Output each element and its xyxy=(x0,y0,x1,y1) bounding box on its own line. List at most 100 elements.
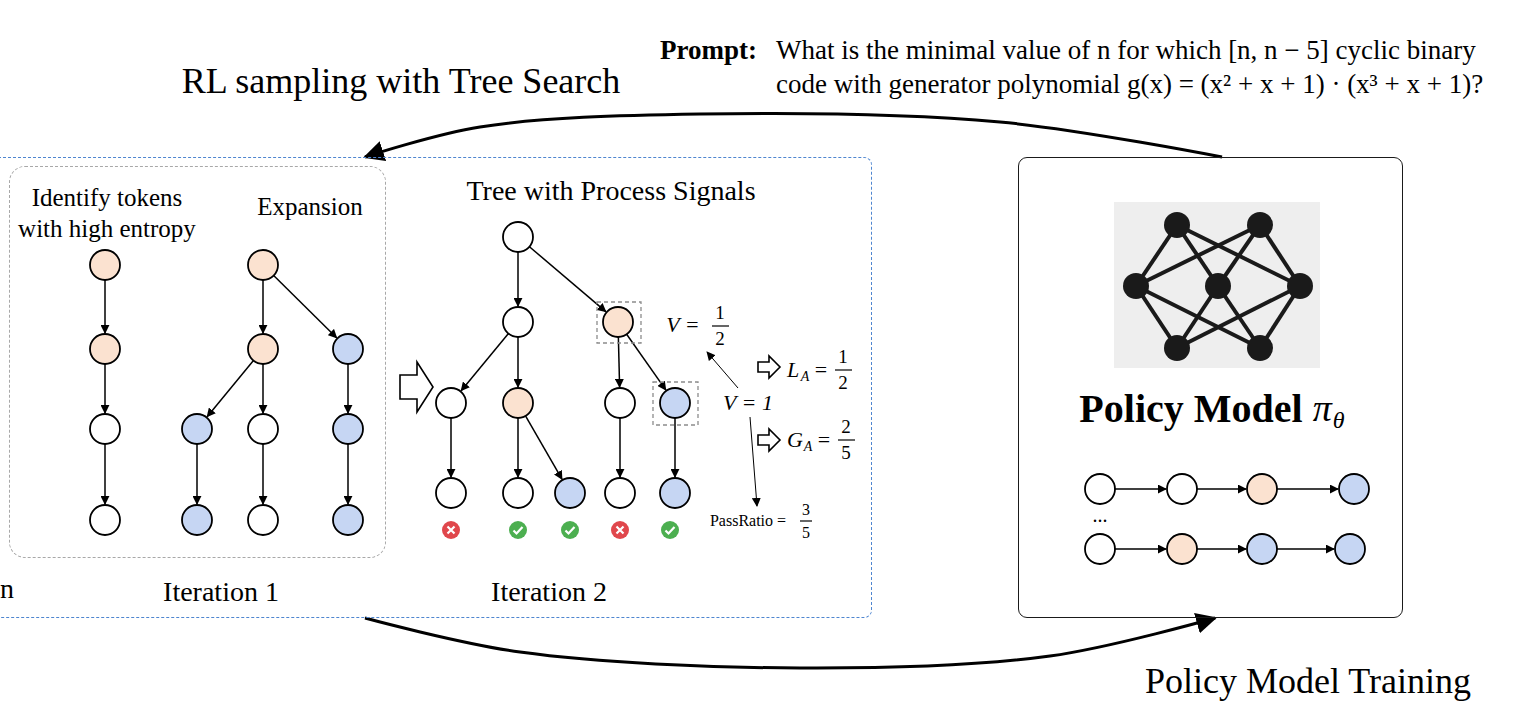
fraction-digit: 3 xyxy=(802,501,810,519)
token-node xyxy=(248,414,278,444)
model-symbol: π xyxy=(1313,387,1332,431)
token-node xyxy=(182,414,212,444)
ellipsis: ... xyxy=(1093,504,1108,527)
tree-arrow xyxy=(104,364,106,413)
fraction-bar xyxy=(800,520,812,521)
token-node xyxy=(660,478,690,508)
tree-arrow xyxy=(618,337,619,387)
tree-arrow xyxy=(1197,488,1246,490)
token-node xyxy=(436,478,466,508)
tree-arrow xyxy=(517,418,519,477)
metric-symbol: G xyxy=(787,427,803,452)
wrong-mark xyxy=(611,521,629,539)
token-node xyxy=(333,334,363,364)
tree-arrow xyxy=(1277,488,1338,490)
fraction-bar xyxy=(835,369,852,370)
token-node xyxy=(182,505,212,535)
tree-arrow xyxy=(207,361,253,417)
token-node xyxy=(503,388,533,418)
token-node xyxy=(503,307,533,337)
prompt-text: What is the minimal value of n for which… xyxy=(776,33,1516,101)
tree-arrow xyxy=(347,364,349,413)
token-node xyxy=(1247,534,1277,564)
metric-subscript: A xyxy=(804,439,813,455)
token-node xyxy=(90,250,120,280)
fraction-bar xyxy=(712,325,729,326)
tree-arrow xyxy=(262,280,264,333)
sampling-panel: Identify tokens with high entropyExpansi… xyxy=(0,157,872,618)
token-node xyxy=(1085,534,1115,564)
correct-mark xyxy=(509,521,527,539)
leader-line xyxy=(707,352,738,388)
token-node xyxy=(1247,474,1277,504)
tree-arrow xyxy=(529,247,605,312)
value-label: V = 1 xyxy=(723,390,773,415)
tree-arrow xyxy=(526,416,562,479)
signal-arrow xyxy=(758,429,780,451)
panel-heading: Tree with Process Signals xyxy=(466,175,755,207)
metric-subscript: A xyxy=(801,369,810,385)
tree-arrow xyxy=(262,364,264,413)
fraction-digit: 5 xyxy=(841,442,851,464)
tree-arrow xyxy=(262,444,264,504)
fraction-digit: 2 xyxy=(841,416,851,438)
fraction-digit: 2 xyxy=(715,328,725,350)
fraction-digit: 5 xyxy=(802,524,810,542)
tree-arrow xyxy=(674,418,676,477)
iteration-arrow xyxy=(400,362,433,412)
token-node xyxy=(1339,474,1369,504)
tree-arrow xyxy=(517,252,519,306)
tree-arrow xyxy=(196,444,198,504)
iteration-panel: Identify tokens with high entropyExpansi… xyxy=(9,166,386,558)
sequence-chain xyxy=(1085,534,1365,564)
fraction-bar xyxy=(838,439,855,440)
tree-arrow xyxy=(1277,548,1334,550)
highlight-box xyxy=(597,302,641,343)
token-node xyxy=(248,505,278,535)
token-node xyxy=(503,222,533,252)
token-node xyxy=(90,505,120,535)
tree-arrow xyxy=(1115,548,1166,550)
token-node xyxy=(503,478,533,508)
token-node xyxy=(1085,474,1115,504)
token-node xyxy=(90,334,120,364)
token-node xyxy=(1335,534,1365,564)
token-node xyxy=(555,478,585,508)
tree-arrow xyxy=(104,280,106,333)
token-node xyxy=(660,388,690,418)
token-node xyxy=(436,388,466,418)
signal-arrow xyxy=(758,356,780,378)
tree-arrow xyxy=(347,444,349,504)
token-node xyxy=(605,478,635,508)
flow-arrow xyxy=(365,113,1222,157)
fraction-digit: 2 xyxy=(838,372,848,394)
equals-sign: = xyxy=(818,427,830,452)
tree-arrow xyxy=(619,418,621,477)
entropy-chain xyxy=(90,250,120,535)
prompt-label: Prompt: xyxy=(660,33,757,67)
tree-arrow xyxy=(1197,548,1246,550)
correct-mark xyxy=(561,521,579,539)
tree-arrow xyxy=(450,418,452,477)
model-title: Policy Model xyxy=(1079,386,1302,432)
token-node xyxy=(1167,534,1197,564)
token-node xyxy=(248,334,278,364)
token-node xyxy=(333,505,363,535)
token-node xyxy=(333,414,363,444)
metric-symbol: L xyxy=(787,357,799,382)
tree-arrow xyxy=(104,444,106,504)
iteration-label: Iteration 1 xyxy=(163,576,279,608)
highlight-box xyxy=(653,382,698,425)
tree-arrow xyxy=(517,337,519,387)
tree-arrow xyxy=(274,276,337,338)
iteration-label: n xyxy=(0,573,14,605)
token-node xyxy=(248,250,278,280)
process-tree xyxy=(436,222,690,508)
tree-arrow xyxy=(1115,488,1166,490)
tree-arrow xyxy=(461,334,508,391)
step-label: Identify tokens with high entropy xyxy=(12,182,202,244)
equals-sign: = xyxy=(815,357,827,382)
